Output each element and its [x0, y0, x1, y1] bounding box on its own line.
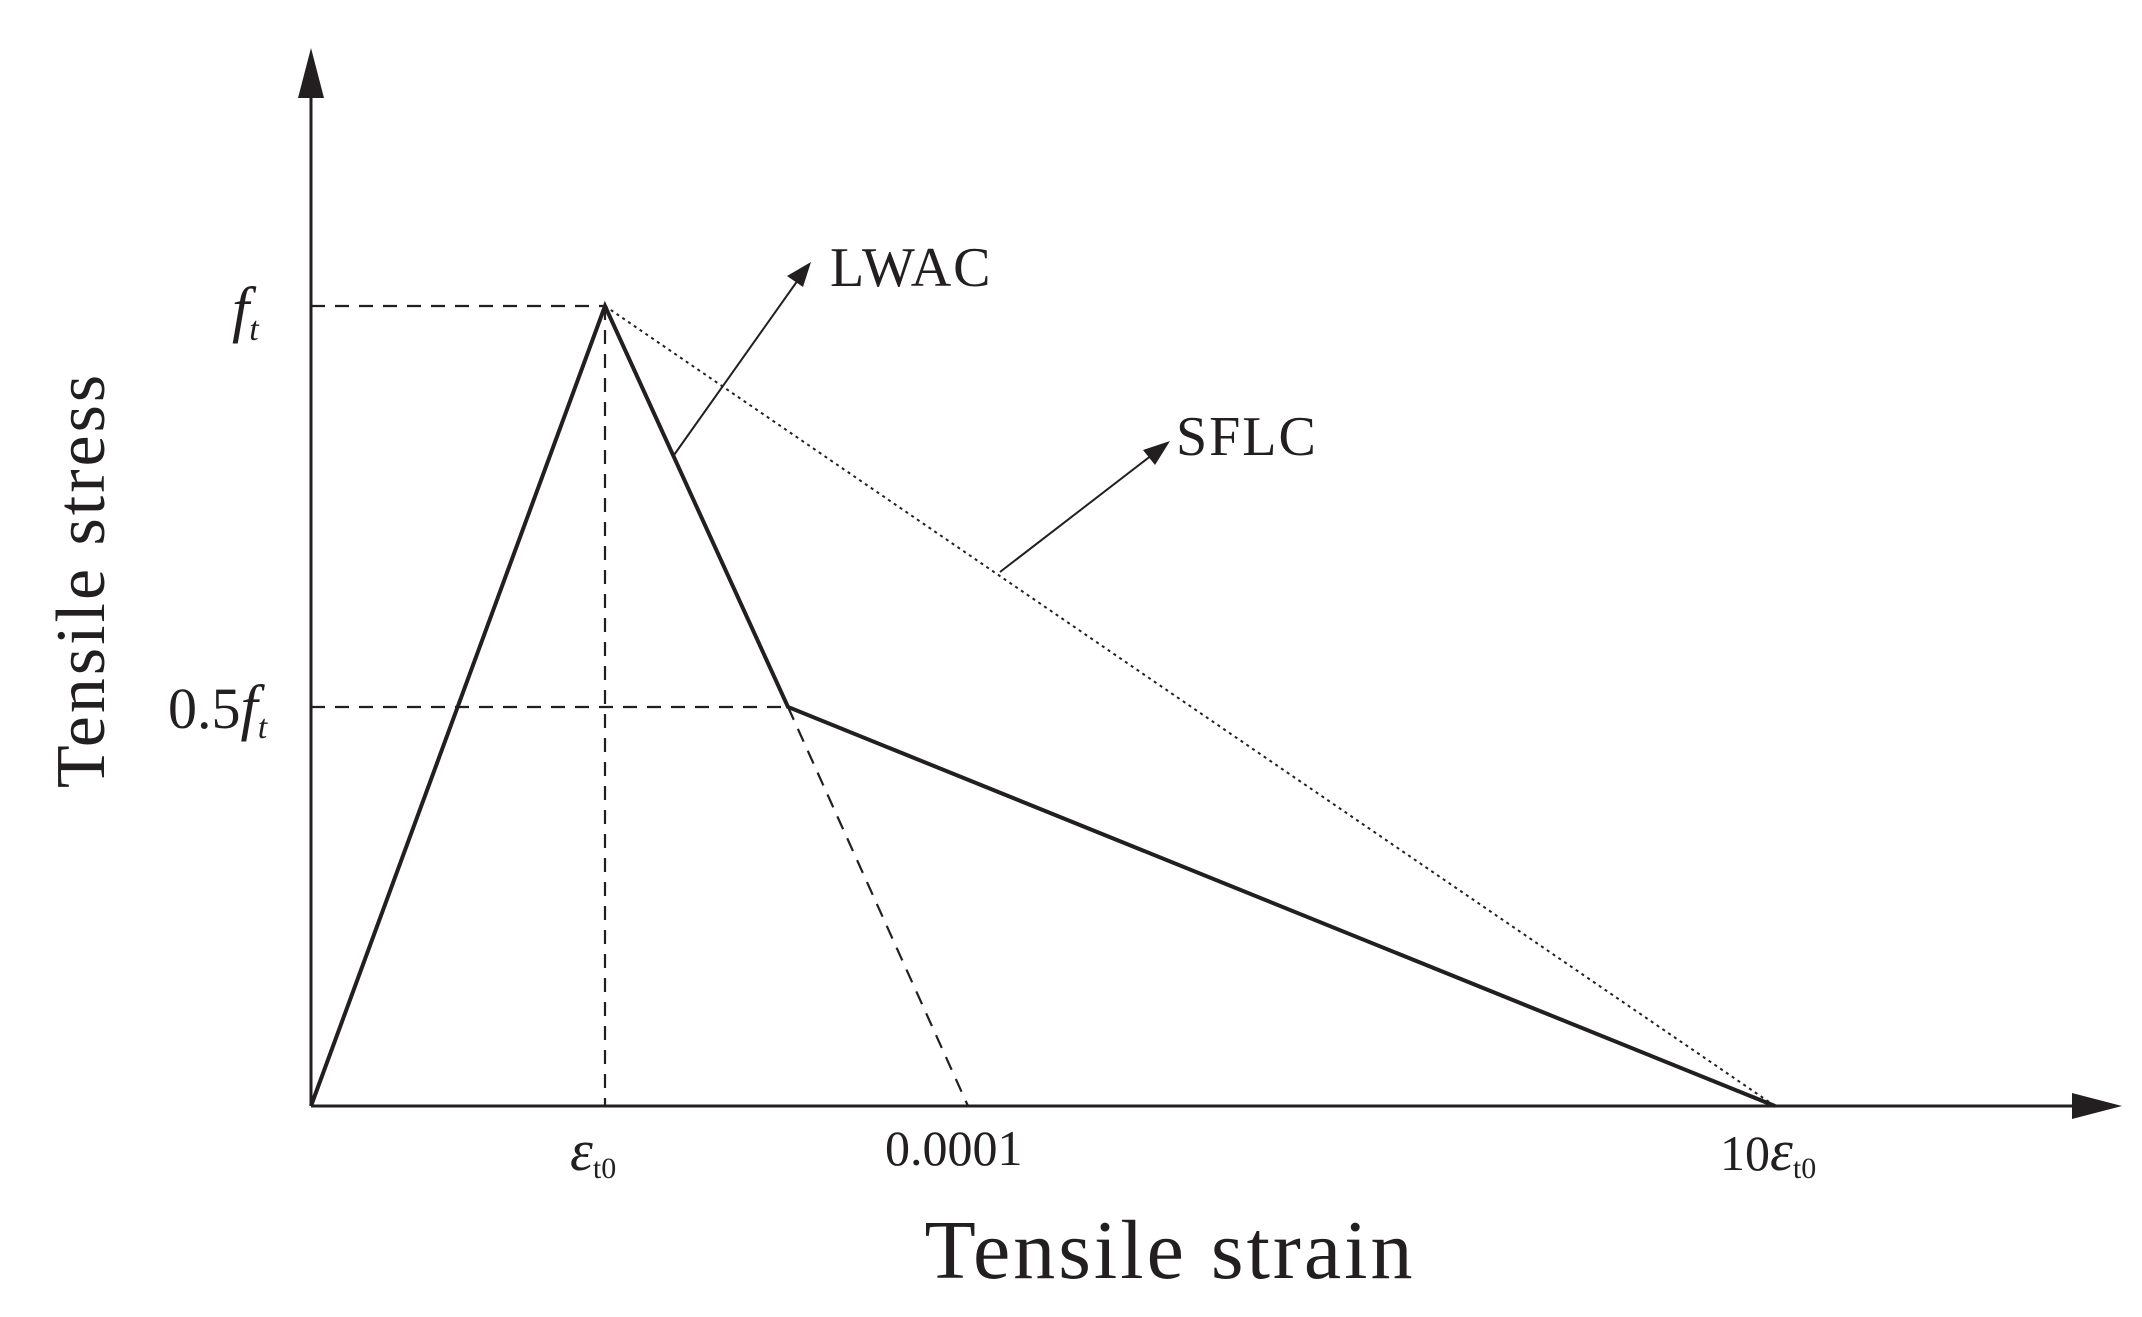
eps-t0-tick-label: εt0 — [570, 1118, 616, 1185]
ten-eps-t0-base: ε — [1770, 1118, 1793, 1183]
lwac-label: LWAC — [830, 237, 993, 299]
x-axis-arrowhead — [2072, 1093, 2122, 1119]
ten-eps-t0-tick-label: 10εt0 — [1720, 1118, 1816, 1185]
lwac-dashed-extension — [786, 706, 970, 1107]
lwac-pointer-line — [673, 279, 799, 456]
sflc-softening-curve — [604, 305, 1776, 1107]
y-axis-arrowhead — [298, 48, 324, 98]
ten-eps-t0-subscript: t0 — [1793, 1152, 1816, 1185]
lwac-pointer-arrowhead — [787, 262, 811, 287]
eps-t0-base: ε — [570, 1118, 593, 1183]
sflc-pointer-arrowhead — [1143, 441, 1170, 465]
ft-tick-label: ft — [232, 276, 260, 348]
half-ft-tick-label: 0.5ft — [168, 674, 269, 746]
sflc-label: SFLC — [1176, 406, 1318, 468]
half-ft-subscript: t — [258, 709, 269, 746]
x-axis-title: Tensile strain — [925, 1204, 1416, 1297]
ten-eps-t0-prefix: 10 — [1720, 1125, 1770, 1181]
sflc-pointer-line — [999, 454, 1153, 573]
limit-tick-label: 0.0001 — [885, 1120, 1023, 1176]
eps-t0-subscript: t0 — [593, 1152, 616, 1185]
half-ft-prefix: 0.5 — [168, 676, 241, 741]
y-axis-title: Tensile stress — [43, 372, 120, 788]
ft-subscript: t — [249, 311, 260, 348]
lwac-curve — [309, 300, 1776, 1108]
